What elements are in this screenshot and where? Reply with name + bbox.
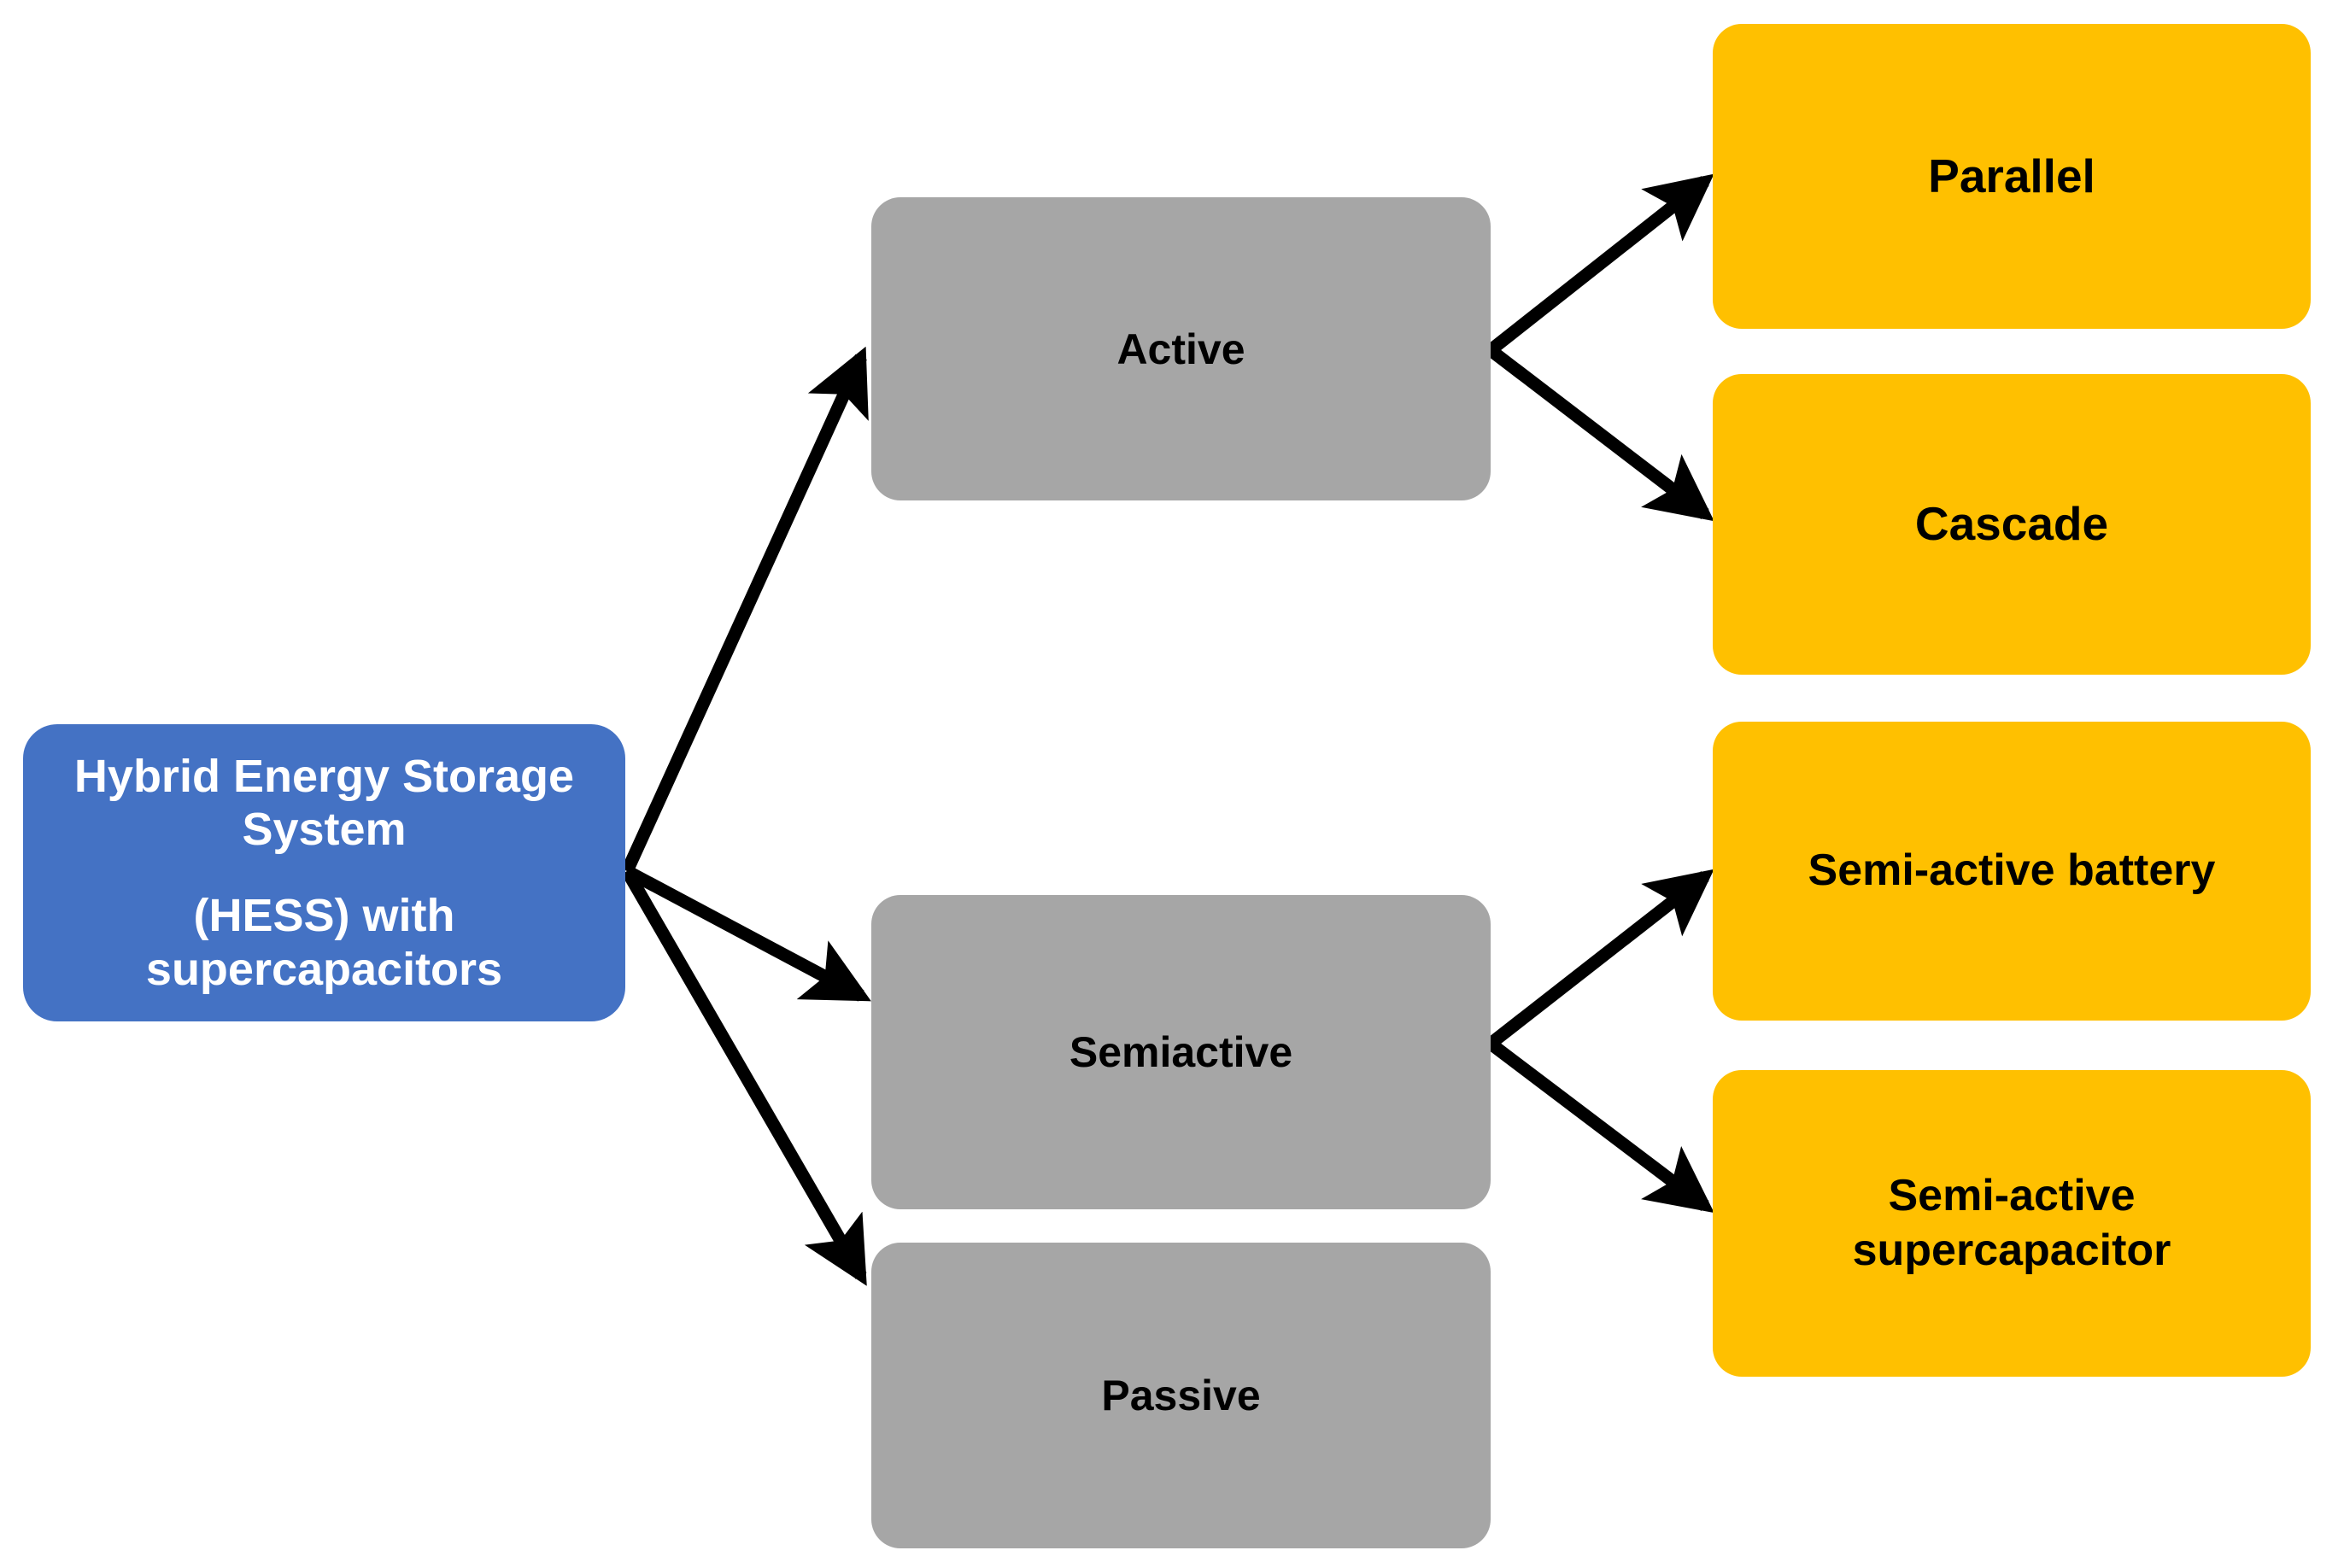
node-root-line-1: Hybrid Energy Storage [73, 750, 575, 802]
edge-semiactive-to-semi-active-supercapacitor [1486, 1039, 1714, 1214]
node-root-line-2: System [242, 804, 407, 856]
node-semiactive-label: Semiactive [1069, 1028, 1293, 1076]
node-semiactive[interactable]: Semiactive [871, 895, 1491, 1209]
edge-root-to-semiactive [624, 865, 871, 1002]
node-passive[interactable]: Passive [871, 1243, 1491, 1548]
edge-root-to-active [621, 346, 869, 875]
edge-semiactive-to-semi-active-battery [1486, 869, 1714, 1049]
node-semi-active-battery-label: Semi-active battery [1808, 845, 2216, 896]
node-active[interactable]: Active [871, 197, 1491, 500]
node-active-label: Active [1116, 325, 1245, 373]
edge-root-to-passive [621, 868, 867, 1286]
node-semi-active-supercapacitor-line-1: Semi-active [1888, 1171, 2136, 1221]
node-semi-active-supercapacitor[interactable]: Semi-active supercapacitor [1713, 1070, 2311, 1377]
node-parallel-label: Parallel [1928, 149, 2095, 202]
node-hybrid-energy-storage-system[interactable]: Hybrid Energy Storage System (HESS) with… [23, 724, 625, 1021]
edge-active-to-parallel [1486, 173, 1714, 355]
node-cascade[interactable]: Cascade [1713, 374, 2311, 675]
node-semi-active-supercapacitor-line-2: supercapacitor [1852, 1225, 2171, 1275]
edge-active-to-cascade [1486, 345, 1714, 522]
node-semi-active-battery[interactable]: Semi-active battery [1713, 722, 2311, 1021]
node-root-line-4: supercapacitors [145, 943, 503, 995]
node-passive-label: Passive [1101, 1372, 1261, 1419]
node-root-line-3: (HESS) with [193, 890, 455, 941]
node-cascade-label: Cascade [1914, 497, 2109, 551]
node-parallel[interactable]: Parallel [1713, 24, 2311, 329]
